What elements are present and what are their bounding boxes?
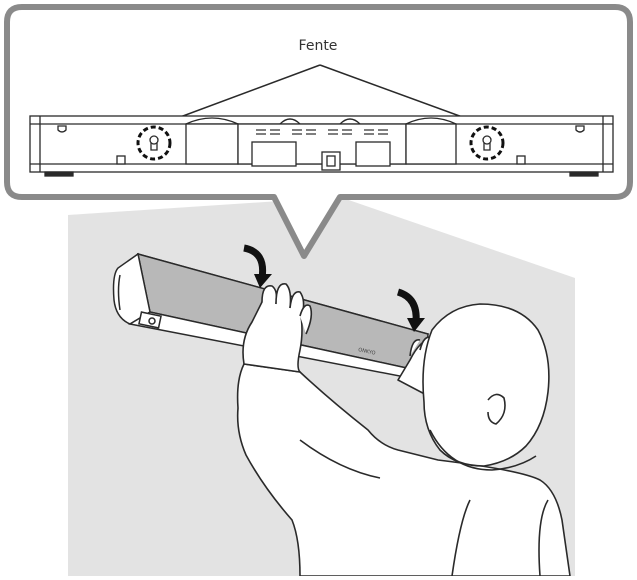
- keyhole-slot-right: [469, 125, 505, 161]
- person: [236, 283, 571, 577]
- arrow-down-right-icon: [396, 288, 425, 332]
- callout-label-slot: Fente: [298, 38, 338, 54]
- soundbar-back-view: [29, 115, 614, 177]
- keyhole-slot-left: [136, 125, 172, 161]
- soundbar-brand-logo: ONKYO: [358, 347, 376, 357]
- arrow-down-left-icon: [243, 244, 272, 288]
